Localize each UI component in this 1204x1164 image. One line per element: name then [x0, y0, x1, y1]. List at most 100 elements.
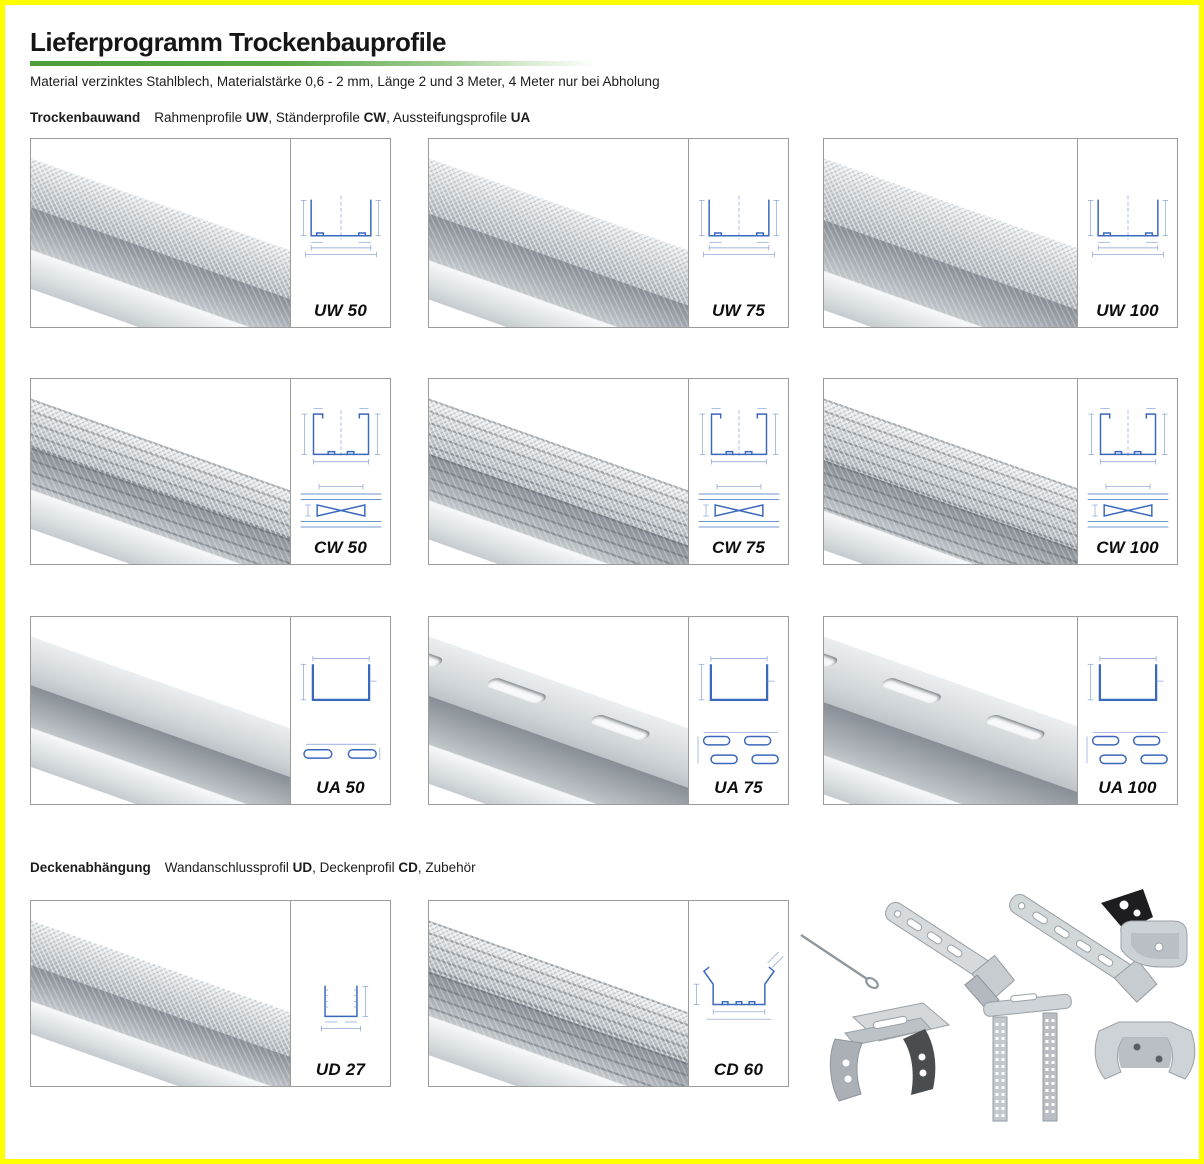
section-desc-part: Rahmenprofile: [154, 110, 246, 125]
product-label: UW 100: [1096, 301, 1159, 320]
profile-photo-beam: [429, 617, 688, 804]
uw-cross-section-drawing: [694, 191, 784, 260]
product-photo-cd60: [429, 901, 688, 1086]
cw-cross-section-drawing: [1084, 403, 1172, 471]
slot-hole: [587, 713, 653, 742]
ua-cross-section-drawing: [694, 653, 784, 713]
product-label: UW 75: [712, 301, 765, 320]
product-cell-ua50: UA 50: [30, 616, 391, 805]
section-desc-part-bold: UD: [292, 860, 313, 875]
product-label: CW 50: [314, 538, 367, 557]
cw-cross-section-drawing: [695, 403, 783, 471]
uw-cross-section-drawing: [296, 191, 386, 260]
section-heading-text: Trockenbauwand: [30, 110, 141, 125]
product-cell-cw50: CW 50: [30, 378, 391, 565]
product-panel: CW 75: [688, 379, 788, 564]
product-label: UA 50: [316, 778, 365, 797]
product-photo-ua50: [31, 617, 290, 804]
product-cell-cw100: CW 100: [823, 378, 1178, 565]
product-photo-uw100: [824, 139, 1077, 327]
slot-hole: [429, 639, 446, 669]
section-desc-part: , Zubehör: [417, 860, 476, 875]
section-desc-part-bold: UA: [510, 110, 531, 125]
product-photo-ua75: [429, 617, 688, 804]
section-desc-part: , Ständerprofile: [268, 110, 364, 125]
cw-cross-section-drawing: [297, 403, 385, 471]
page-title: Lieferprogramm Trockenbauprofile: [30, 27, 446, 57]
ud-cross-section-drawing: [296, 977, 386, 1037]
product-cell-uw75: UW 75: [428, 138, 789, 328]
product-photo-cw100: [824, 379, 1077, 564]
product-photo-uw50: [31, 139, 290, 327]
accessories-image-group: [800, 889, 1196, 1122]
product-panel: UA 100: [1077, 617, 1177, 804]
cw-side-view-drawing: [1084, 481, 1172, 540]
product-photo-cw50: [31, 379, 290, 564]
material-subtitle: Material verzinktes Stahlblech, Material…: [30, 74, 660, 89]
product-label: CW 75: [712, 538, 765, 557]
section-desc-part: Wandanschlussprofil: [164, 860, 293, 875]
slot-hole: [982, 713, 1048, 742]
ua-cross-section-drawing: [1083, 653, 1173, 713]
product-photo-cw75: [429, 379, 688, 564]
u-hanger-icon: [983, 993, 1072, 1122]
product-panel: UW 50: [290, 139, 390, 327]
section-desc-part: , Deckenprofil: [312, 860, 399, 875]
profile-photo-beam: [824, 139, 1077, 327]
suspension-wire-icon: [800, 934, 879, 990]
slot-hole: [824, 639, 841, 669]
product-panel: UW 75: [688, 139, 788, 327]
product-panel: UW 100: [1077, 139, 1177, 327]
profile-connector-icon: [1094, 1021, 1196, 1080]
cd-cross-section-drawing: [691, 947, 787, 1025]
title-underline-rule: [30, 61, 597, 66]
product-cell-ud27: UD 27: [30, 900, 391, 1087]
product-cell-ua100: UA 100: [823, 616, 1178, 805]
profile-photo-beam: [31, 901, 290, 1086]
product-photo-ud27: [31, 901, 290, 1086]
product-cell-uw100: UW 100: [823, 138, 1178, 328]
product-panel: CW 50: [290, 379, 390, 564]
slot-hole: [879, 676, 944, 706]
product-photo-ua100: [824, 617, 1077, 804]
product-cell-uw50: UW 50: [30, 138, 391, 328]
section-desc-part-bold: CW: [363, 110, 387, 125]
product-panel: UD 27: [290, 901, 390, 1086]
ua-slot-pattern-drawing: [296, 735, 386, 772]
product-label: UD 27: [315, 1060, 366, 1079]
profile-photo-beam: [429, 379, 688, 564]
product-cell-cd60: CD 60: [428, 900, 789, 1087]
product-photo-uw75: [429, 139, 688, 327]
section-desc-part-bold: UW: [245, 110, 269, 125]
profile-photo-beam: [824, 617, 1077, 804]
profile-photo-beam: [429, 139, 688, 327]
direct-hanger-icon: [885, 901, 1016, 1011]
product-label: CW 100: [1096, 538, 1159, 557]
profile-photo-beam: [429, 901, 688, 1086]
nonius-hanger-icon: [1101, 889, 1188, 968]
product-panel: CD 60: [688, 901, 788, 1086]
ua-slot-pattern-drawing: [694, 729, 784, 770]
product-panel: CW 100: [1077, 379, 1177, 564]
profile-photo-beam: [31, 379, 290, 564]
cross-connector-icon: [829, 1002, 951, 1102]
direct-hanger-long-icon: [1009, 893, 1158, 1003]
uw-cross-section-drawing: [1083, 191, 1173, 260]
profile-photo-beam: [31, 617, 290, 804]
ua-cross-section-drawing: [296, 653, 386, 713]
ua-slot-pattern-drawing: [1083, 729, 1173, 770]
slot-hole: [484, 676, 549, 706]
profile-photo-beam: [824, 379, 1077, 564]
product-cell-ua75: UA 75: [428, 616, 789, 805]
product-label: UA 100: [1098, 778, 1157, 797]
product-cell-cw75: CW 75: [428, 378, 789, 565]
section-desc-part-bold: CD: [398, 860, 418, 875]
product-label: UW 50: [314, 301, 367, 320]
cw-side-view-drawing: [297, 481, 385, 540]
product-label: CD 60: [713, 1060, 764, 1079]
section-desc-part: , Aussteifungsprofile: [386, 110, 511, 125]
product-panel: UA 50: [290, 617, 390, 804]
product-panel: UA 75: [688, 617, 788, 804]
